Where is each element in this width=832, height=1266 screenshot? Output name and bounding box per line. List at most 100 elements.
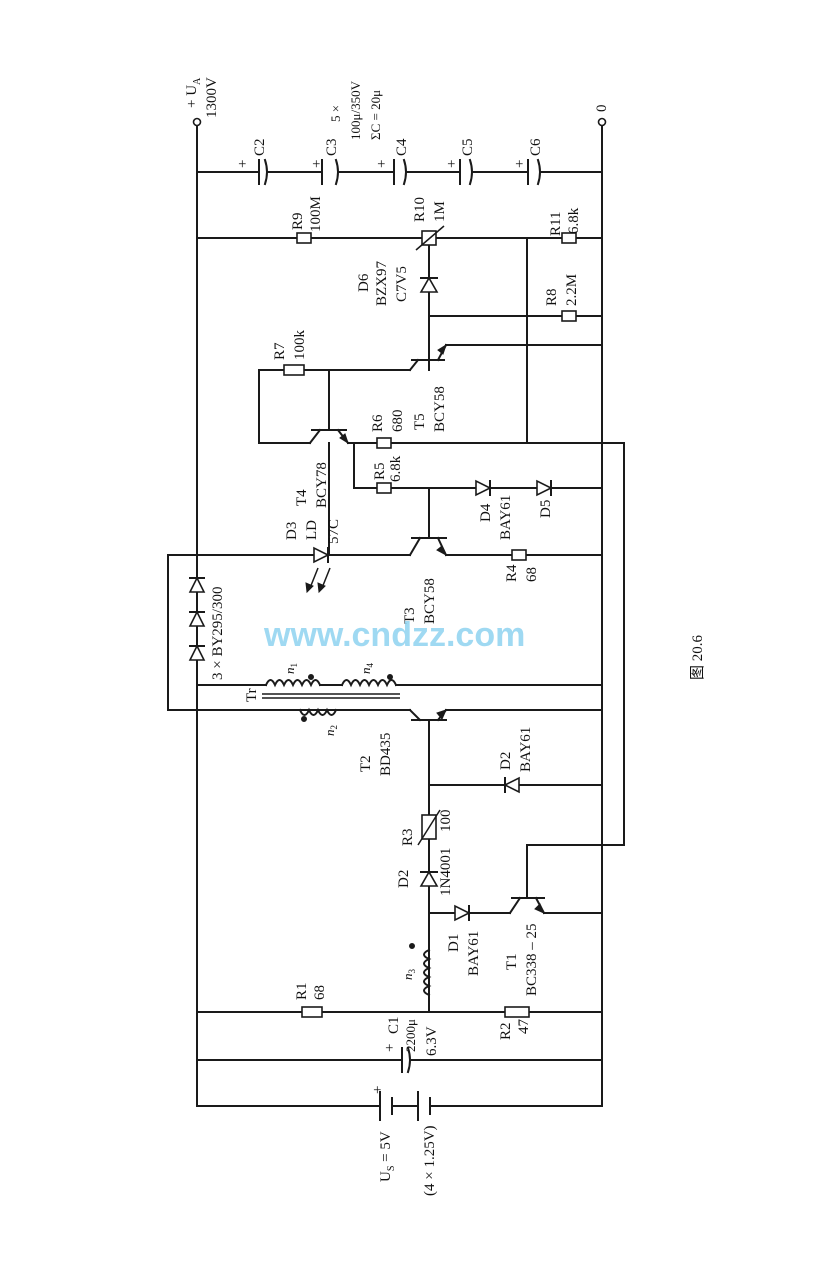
t1-type: BC338 – 25: [524, 923, 540, 996]
diode-d1: [454, 904, 471, 922]
terminal-ground: [597, 117, 607, 127]
r1-name: R1: [294, 982, 310, 1000]
d5-name: D5: [538, 500, 554, 518]
resistor-r6: [376, 437, 392, 449]
d2-type: 1N4001: [438, 848, 454, 896]
transistor-t5: [408, 343, 448, 372]
capacitor-labels: 5 × 100μ/350V ΣC = 20μ C2 + C3 + C4 + C5…: [235, 80, 544, 1056]
transformer-labels: Tr n1 n4 n2 n3: [244, 663, 417, 981]
rect-label: 3 × BY295/300: [210, 587, 226, 680]
r10-value: 1M: [432, 201, 448, 222]
resistor-r5: [376, 482, 392, 494]
t2-type: BD435: [378, 733, 394, 776]
c3-label: C3: [324, 138, 340, 156]
resistor-r4: [511, 549, 527, 561]
diode-d2-1n4001: [419, 870, 439, 887]
c1-name: C1: [386, 1016, 402, 1034]
winding-n2: [298, 707, 338, 716]
cap-note-3: ΣC = 20μ: [368, 90, 383, 140]
d3-name: D3: [284, 522, 300, 540]
r6-name: R6: [370, 414, 386, 432]
battery-plus: +: [370, 1086, 386, 1094]
d6-name: D6: [356, 273, 372, 292]
n2-label: n2: [322, 725, 339, 736]
r3-value: 100: [438, 810, 454, 833]
c4-label: C4: [394, 138, 410, 156]
ua-voltage: 1300V: [204, 77, 220, 118]
c6-label: C6: [528, 138, 544, 156]
capacitor-c6: [527, 158, 541, 186]
n3-label: n3: [400, 969, 417, 981]
c1-plus: +: [382, 1044, 398, 1052]
r3-name: R3: [400, 828, 416, 846]
rectifier-diode-1: [188, 576, 206, 593]
resistor-r9: [296, 232, 312, 244]
d6-code: C7V5: [394, 266, 410, 302]
output-terminals: [192, 117, 607, 127]
c6-plus: +: [512, 160, 528, 168]
d6-type: BZX97: [374, 261, 390, 307]
t1-name: T1: [504, 953, 520, 970]
n1-label: n1: [282, 663, 299, 674]
capacitor-c4: [393, 158, 407, 186]
resistor-r7: [283, 364, 305, 376]
rectifier-diode-2: [188, 610, 206, 627]
c3-plus: +: [309, 160, 325, 168]
r2-value: 47: [516, 1019, 532, 1035]
t3-type: BCY58: [422, 578, 438, 624]
d2b-type: BAY61: [518, 727, 534, 772]
resistor-r2: [504, 1006, 530, 1018]
r11-name: R11: [548, 212, 564, 236]
capacitor-c2: [258, 158, 268, 186]
r10-adjust-arrow: [415, 225, 445, 251]
d1-name: D1: [446, 934, 462, 952]
t4-name: T4: [294, 489, 310, 506]
transistor-t2: [408, 708, 448, 722]
c5-plus: +: [444, 160, 460, 168]
r5-value: 6.8k: [388, 455, 404, 482]
r4-name: R4: [504, 564, 520, 582]
d2b-name: D2: [498, 752, 514, 770]
c1-voltage: 6.3V: [424, 1026, 440, 1056]
diode-d4: [475, 479, 492, 497]
cap-note-1: 5 ×: [328, 105, 343, 122]
cap-note-2: 100μ/350V: [348, 80, 363, 140]
c5-label: C5: [460, 138, 476, 156]
transistor-t4: [308, 409, 350, 445]
transformer-tr: [262, 674, 432, 997]
supply-labels: + UA 1300V 0 US = 5V (4 × 1.25V) +: [184, 77, 610, 1196]
r7-value: 100k: [292, 330, 308, 361]
c2-plus: +: [235, 160, 251, 168]
diode-d2-bay61: [503, 776, 520, 794]
t3-name: T3: [402, 607, 418, 624]
c1-value: 2200μ: [403, 1019, 418, 1052]
winding-n1: [264, 679, 322, 688]
terminal-ua: [192, 117, 202, 127]
t4-type: BCY78: [314, 462, 330, 508]
watermark: www.cndzz.com: [263, 616, 525, 654]
r9-name: R9: [290, 212, 306, 230]
t5-name: T5: [412, 413, 428, 430]
ua-label: + UA: [184, 77, 203, 108]
wiring: [167, 121, 625, 1107]
r10-name: R10: [412, 197, 428, 222]
d4-name: D4: [478, 503, 494, 522]
r4-value: 68: [524, 567, 540, 582]
d4-type: BAY61: [498, 495, 514, 540]
resistor-r11: [561, 232, 577, 244]
r8-name: R8: [544, 288, 560, 306]
capacitor-c3: [321, 158, 339, 186]
capacitor-c5: [459, 158, 473, 186]
d1-type: BAY61: [466, 931, 482, 976]
battery-us: [379, 1091, 431, 1121]
transistor-t3: [408, 536, 448, 557]
battery-label: (4 × 1.25V): [422, 1125, 438, 1196]
figure-caption: 图 20.6: [689, 634, 706, 680]
diode-d3-laser: [305, 546, 331, 594]
resistor-labels: R9 100M R10 1M R11 6.8k R8 2.2M R7 100k …: [272, 196, 582, 1040]
c2-label: C2: [252, 138, 268, 156]
capacitor-c1: [401, 1046, 411, 1074]
c4-plus: +: [374, 160, 390, 168]
us-label: US = 5V: [378, 1131, 397, 1182]
